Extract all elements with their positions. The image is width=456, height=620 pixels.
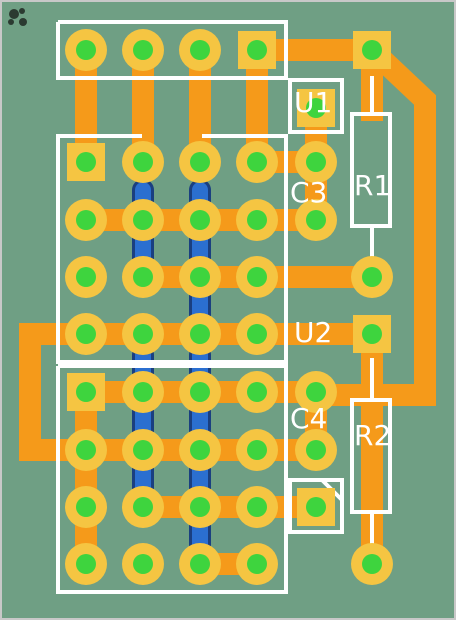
- drill-hole: [133, 324, 153, 344]
- label-r2: R2: [354, 419, 391, 452]
- c4-outline: [288, 478, 344, 534]
- drill-hole: [247, 210, 267, 230]
- drill-hole: [76, 267, 96, 287]
- drill-hole: [133, 152, 153, 172]
- u1-outline: [288, 78, 344, 134]
- drill-hole: [247, 440, 267, 460]
- label-c4: C4: [290, 402, 327, 435]
- ic1-outline: [56, 134, 288, 364]
- drill-hole: [76, 40, 96, 60]
- drill-hole: [306, 497, 326, 517]
- trace: [246, 39, 436, 406]
- drill-hole: [76, 382, 96, 402]
- drill-hole: [247, 382, 267, 402]
- drill-hole: [76, 440, 96, 460]
- drill-hole: [133, 440, 153, 460]
- drill-hole: [190, 440, 210, 460]
- drill-hole: [133, 497, 153, 517]
- drill-hole: [133, 210, 153, 230]
- drill-hole: [190, 152, 210, 172]
- drill-hole: [76, 324, 96, 344]
- drill-hole: [247, 40, 267, 60]
- drill-hole: [306, 98, 326, 118]
- drill-hole: [362, 267, 382, 287]
- pad-group: [65, 29, 393, 585]
- drill-hole: [306, 382, 326, 402]
- label-r1: R1: [354, 169, 391, 202]
- drill-hole: [247, 267, 267, 287]
- drill-hole: [190, 210, 210, 230]
- drill-hole: [133, 40, 153, 60]
- drill-hole: [190, 382, 210, 402]
- drill-hole: [190, 267, 210, 287]
- drill-hole: [76, 152, 96, 172]
- drill-hole: [306, 152, 326, 172]
- drill-hole: [76, 554, 96, 574]
- drill-hole: [247, 554, 267, 574]
- drill-hole: [190, 497, 210, 517]
- drill-hole: [362, 554, 382, 574]
- silkscreen-labels: U1 C3 R1 U2 C4 R2: [290, 86, 391, 452]
- drill-hole: [247, 152, 267, 172]
- ic2-outline: [56, 364, 288, 594]
- label-u1: U1: [294, 86, 332, 119]
- drill-hole: [133, 382, 153, 402]
- drill-hole: [76, 210, 96, 230]
- drill-hole: [133, 554, 153, 574]
- drill-hole: [190, 554, 210, 574]
- drill-hole: [76, 497, 96, 517]
- label-c3: C3: [290, 176, 327, 209]
- drill-hole: [133, 267, 153, 287]
- drill-hole: [362, 324, 382, 344]
- drill-hole: [362, 40, 382, 60]
- drill-hole: [247, 324, 267, 344]
- silkscreen-outlines: [56, 20, 392, 594]
- drill-hole: [190, 324, 210, 344]
- drill-hole: [306, 210, 326, 230]
- fiducial-marker-icon: [8, 8, 27, 26]
- drill-hole: [190, 40, 210, 60]
- drill-hole: [247, 497, 267, 517]
- drill-hole: [306, 440, 326, 460]
- label-u2: U2: [294, 316, 332, 349]
